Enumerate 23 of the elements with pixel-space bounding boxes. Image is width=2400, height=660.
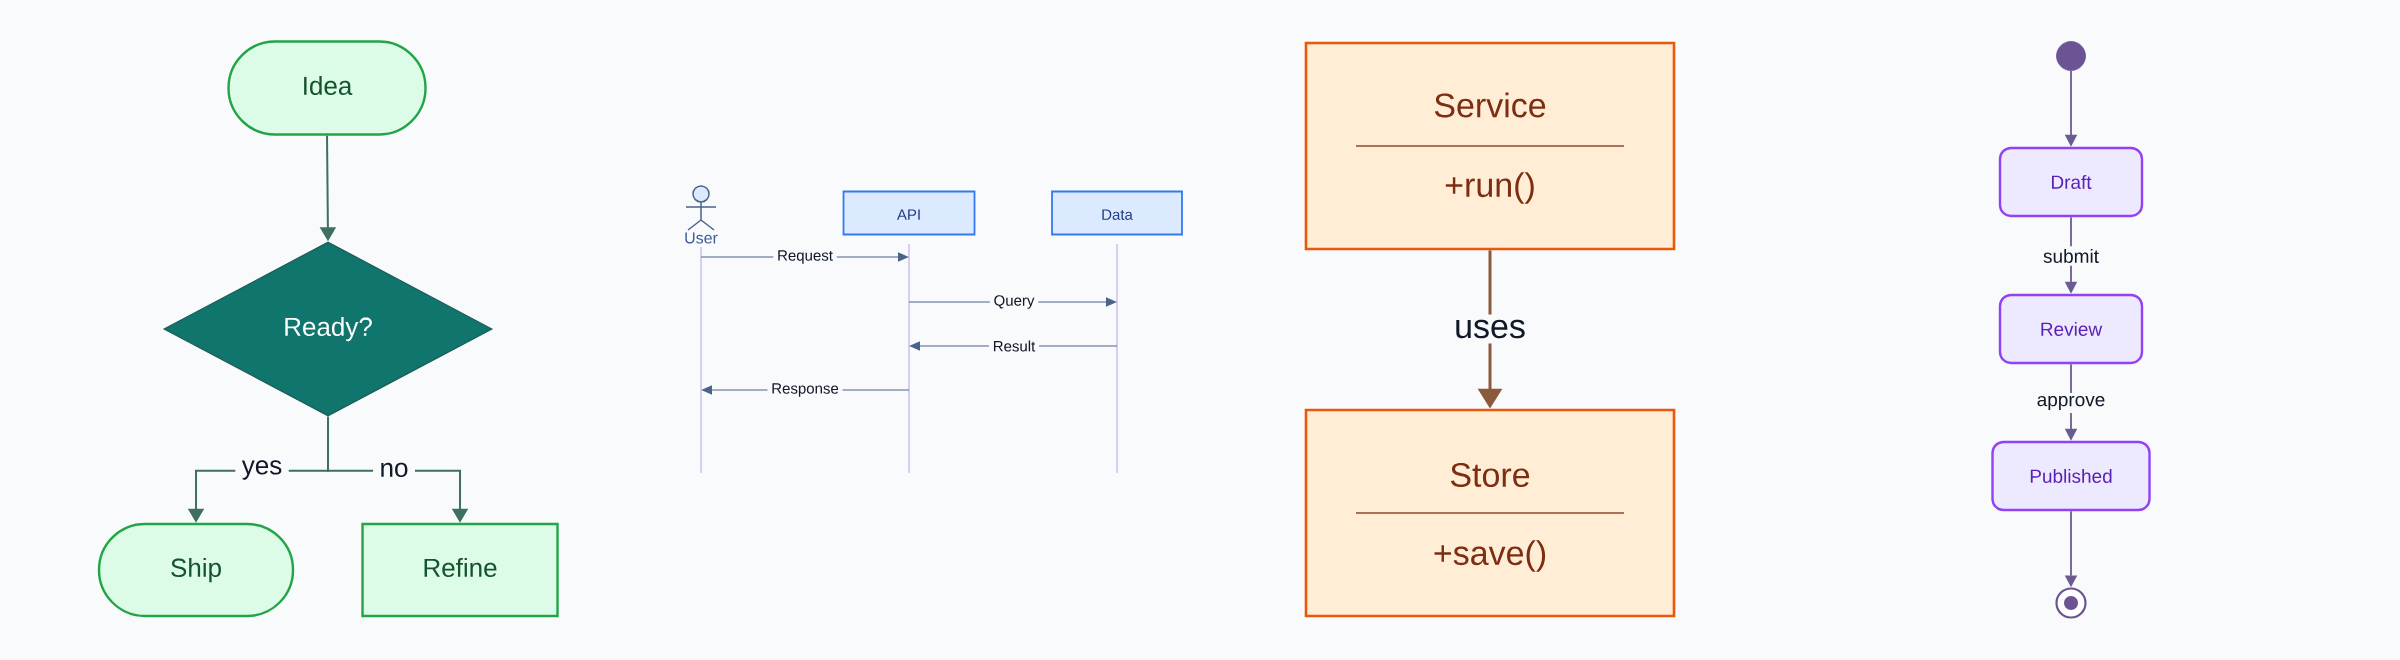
state-box: Published	[1991, 440, 2151, 512]
edge-label: Result	[989, 338, 1040, 354]
state-box: Draft	[1998, 146, 2144, 218]
process-box: Refine	[361, 522, 559, 618]
edge-label: Request	[773, 248, 837, 266]
class-name: Service	[1434, 92, 1546, 118]
state-box: Review	[1998, 293, 2144, 365]
edge-label: submit	[2038, 246, 2104, 266]
edge-label: yes	[235, 456, 289, 484]
start-circle	[2056, 41, 2086, 71]
class-box	[1304, 408, 1676, 618]
participant-box: Data	[1051, 190, 1183, 236]
edge-label: Response	[767, 381, 843, 399]
participant-box: API	[842, 190, 976, 236]
class-box	[1304, 41, 1676, 251]
edge-label: approve	[2031, 393, 2111, 413]
actor-label: User	[685, 232, 718, 244]
method-text: +run()	[1445, 172, 1534, 204]
edge-label: no	[373, 458, 415, 481]
method-text: +save()	[1434, 540, 1546, 572]
edge-label: uses	[1445, 314, 1535, 344]
end-circle	[2055, 587, 2087, 619]
class-name: Store	[1450, 462, 1530, 488]
